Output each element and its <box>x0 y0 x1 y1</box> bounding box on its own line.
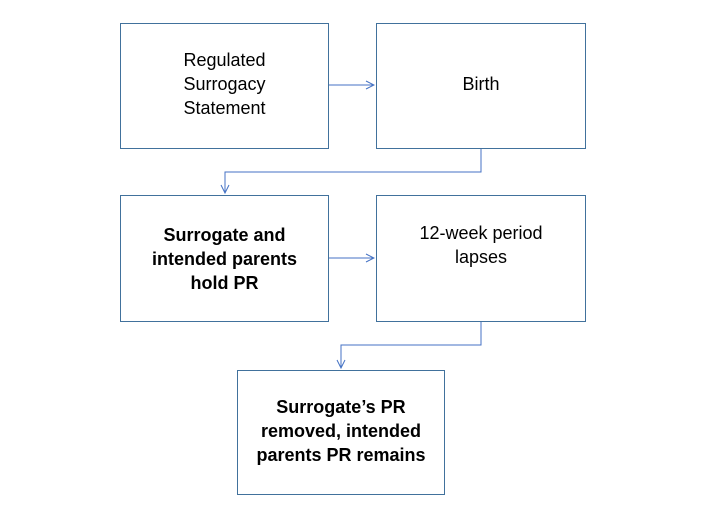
node-surrogates-pr-removed: Surrogate’s PR removed, intended parents… <box>237 370 445 495</box>
node-birth: Birth <box>376 23 586 149</box>
node-line: 12-week period <box>419 222 543 243</box>
node-line: lapses <box>454 246 507 267</box>
node-surrogate-and-intended-parents-hold-pr: Surrogate and intended parents hold PR <box>120 195 329 322</box>
node-line: Surrogate’s PR <box>276 396 406 417</box>
node-line: parents PR remains <box>256 444 426 465</box>
arrow-b4-to-b5 <box>341 322 482 368</box>
node-line: intended parents <box>151 248 298 269</box>
node-line: removed, intended <box>260 420 421 441</box>
node-line: Surrogacy <box>183 74 266 94</box>
node-12-week-period-lapses: 12-week period lapses <box>376 195 586 322</box>
node-line: hold PR <box>190 272 259 293</box>
node-line: Regulated <box>183 50 266 70</box>
node-regulated-surrogacy-statement: Regulated Surrogacy Statement <box>120 23 329 149</box>
node-line: Surrogate and <box>163 224 286 245</box>
arrow-b2-to-b3 <box>225 149 482 193</box>
node-line: Birth <box>462 74 500 94</box>
node-line: Statement <box>183 98 266 118</box>
